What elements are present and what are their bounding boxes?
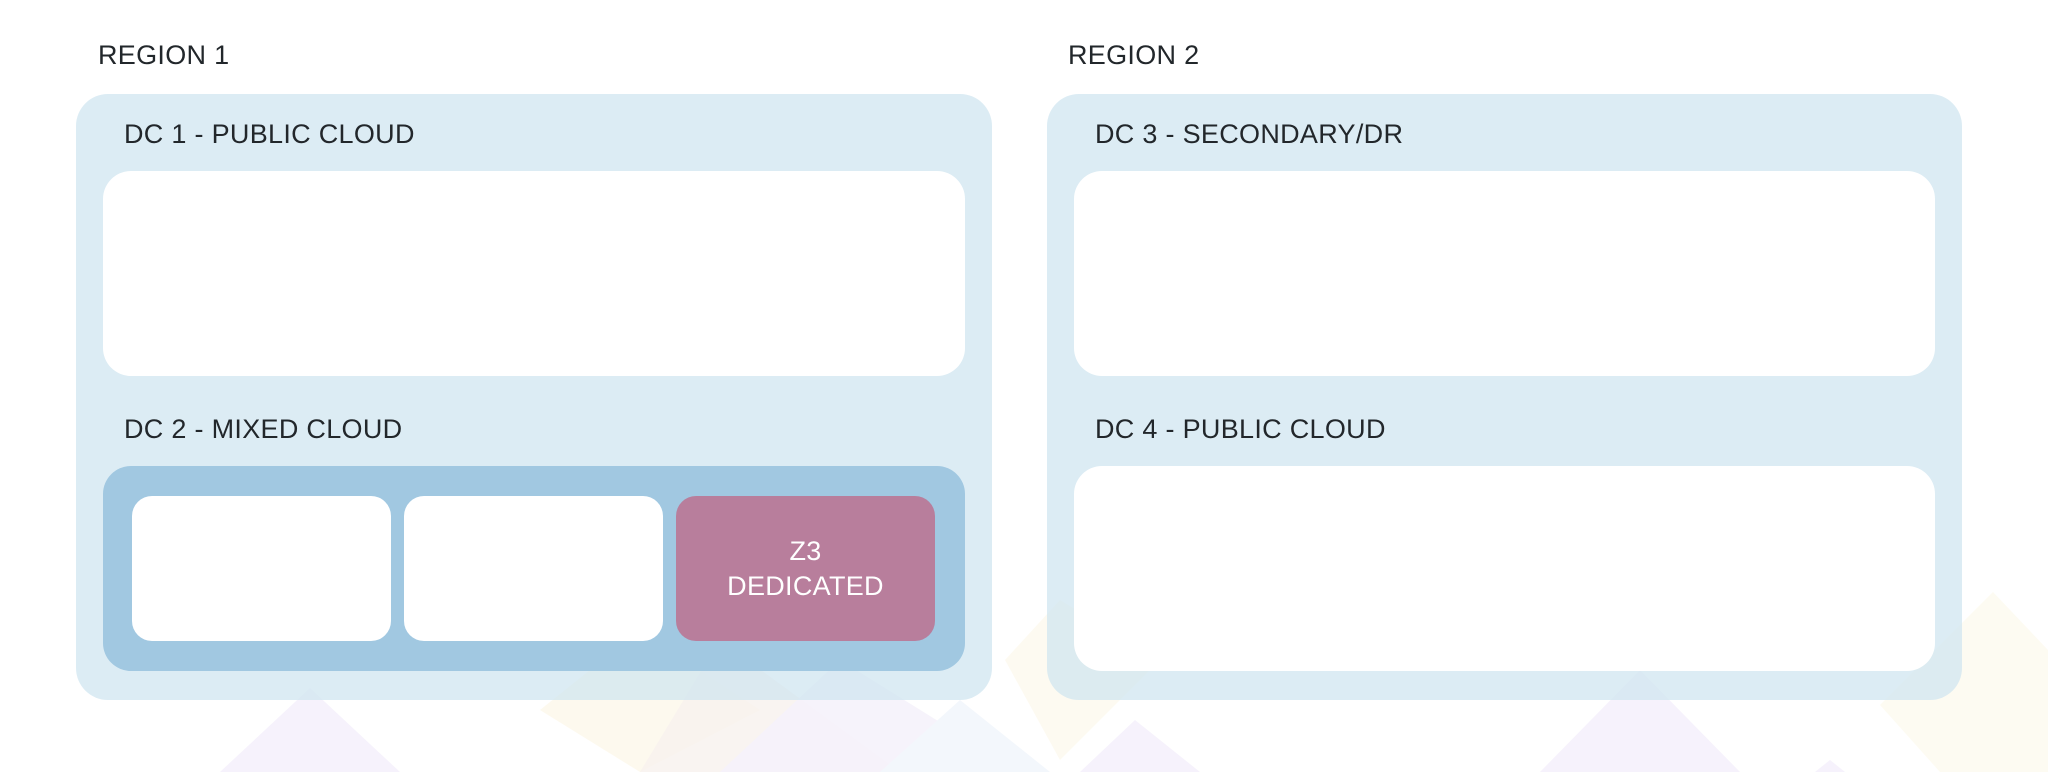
dc-3-label: DC 3 - SECONDARY/DR: [1095, 119, 1404, 149]
dc-1-box: [103, 171, 965, 376]
triangle-shape: [220, 688, 400, 772]
triangle-shape: [1080, 720, 1200, 772]
triangle-shape: [1815, 760, 1845, 772]
dc-2-mixed-cloud-container: Z3 DEDICATED: [103, 466, 965, 671]
triangle-shape: [880, 700, 1050, 772]
dc-4-label: DC 4 - PUBLIC CLOUD: [1095, 414, 1386, 444]
region-2-container: DC 3 - SECONDARY/DR DC 4 - PUBLIC CLOUD: [1047, 94, 1962, 700]
zone-1-box: [132, 496, 391, 641]
dc-2-label: DC 2 - MIXED CLOUD: [124, 414, 403, 444]
zone-3-name: Z3: [789, 535, 822, 566]
zone-3-dedicated-box: Z3 DEDICATED: [676, 496, 935, 641]
region-1-label: REGION 1: [98, 40, 230, 70]
dc-1-label: DC 1 - PUBLIC CLOUD: [124, 119, 415, 149]
region-2-label: REGION 2: [1068, 40, 1200, 70]
zone-2-box: [404, 496, 663, 641]
dc-3-box: [1074, 171, 1935, 376]
region-1-container: DC 1 - PUBLIC CLOUD DC 2 - MIXED CLOUD Z…: [76, 94, 992, 700]
zone-3-type: DEDICATED: [727, 570, 884, 601]
dc-4-box: [1074, 466, 1935, 671]
